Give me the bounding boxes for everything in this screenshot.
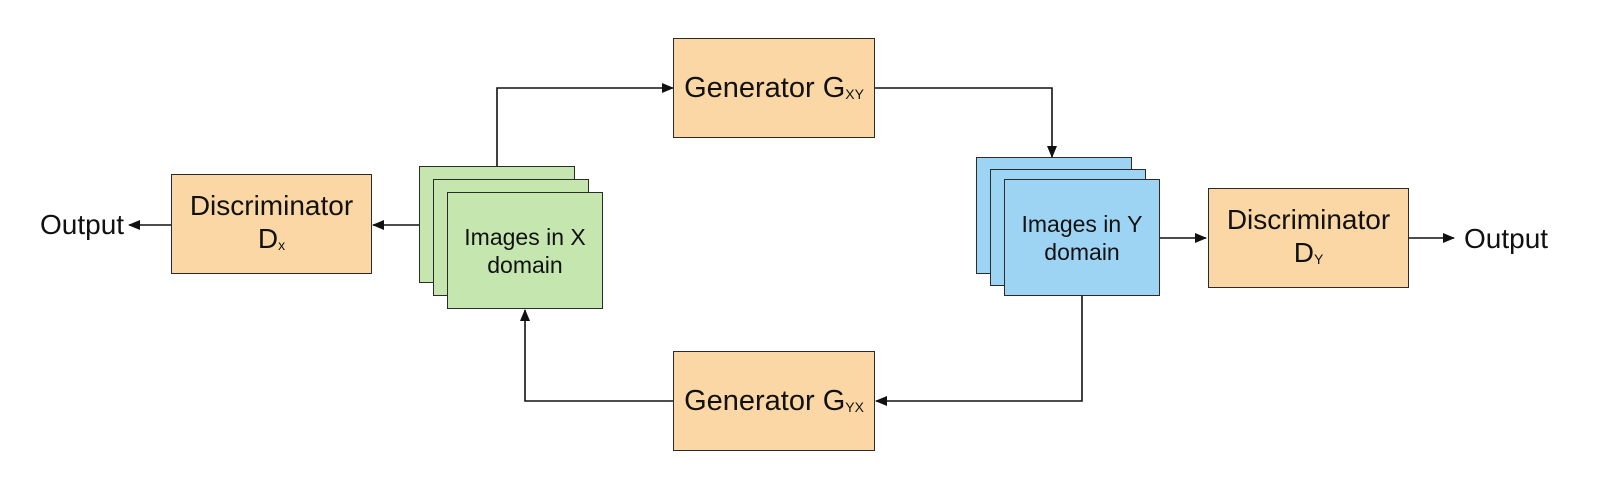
discriminator-x-symbol: Dx bbox=[190, 222, 353, 260]
generator-xy-subscript: XY bbox=[845, 85, 864, 102]
generator-xy-label: Generator GXY bbox=[684, 71, 864, 104]
images-y-label: Images in Y domain bbox=[1021, 210, 1142, 266]
output-left-label: Output bbox=[40, 209, 125, 240]
output-right-label: Output bbox=[1464, 223, 1549, 254]
generator-yx-label: Generator GYX bbox=[684, 384, 864, 417]
generator-yx-text: Generator G bbox=[684, 384, 846, 417]
generator-xy-text: Generator G bbox=[684, 71, 846, 104]
images-x-line2: domain bbox=[487, 251, 563, 278]
images-x-line1: Images in X bbox=[464, 223, 586, 250]
arrow-generator-xy-to-images-y bbox=[875, 87, 1057, 158]
images-x-label: Images in X domain bbox=[464, 223, 585, 279]
images-y-line2: domain bbox=[1044, 238, 1120, 265]
discriminator-x-title: Discriminator bbox=[189, 189, 354, 221]
discriminator-x-letter: D bbox=[257, 222, 279, 254]
arrow-images-x-to-generator-xy bbox=[496, 83, 674, 166]
discriminator-y-title: Discriminator bbox=[1226, 203, 1391, 235]
discriminator-y-subscript: Y bbox=[1313, 250, 1324, 267]
discriminator-y-box: Discriminator DY bbox=[1208, 188, 1409, 288]
discriminator-x-subscript: x bbox=[278, 236, 286, 253]
discriminator-x-label: Discriminator Dx bbox=[190, 189, 353, 260]
arrow-generator-yx-to-images-x bbox=[520, 309, 673, 402]
generator-yx-box: Generator GYX bbox=[673, 351, 875, 451]
discriminator-y-symbol: DY bbox=[1227, 236, 1390, 274]
discriminator-x-box: Discriminator Dx bbox=[171, 174, 372, 274]
discriminator-y-letter: D bbox=[1293, 236, 1314, 268]
images-y-box: Images in Y domain bbox=[1004, 179, 1160, 296]
arrow-images-y-to-generator-yx bbox=[875, 296, 1083, 406]
discriminator-y-label: Discriminator DY bbox=[1227, 203, 1390, 274]
images-y-line1: Images in Y bbox=[1021, 210, 1143, 237]
images-x-box: Images in X domain bbox=[447, 192, 603, 309]
generator-xy-box: Generator GXY bbox=[673, 38, 875, 138]
generator-yx-subscript: YX bbox=[845, 398, 864, 415]
